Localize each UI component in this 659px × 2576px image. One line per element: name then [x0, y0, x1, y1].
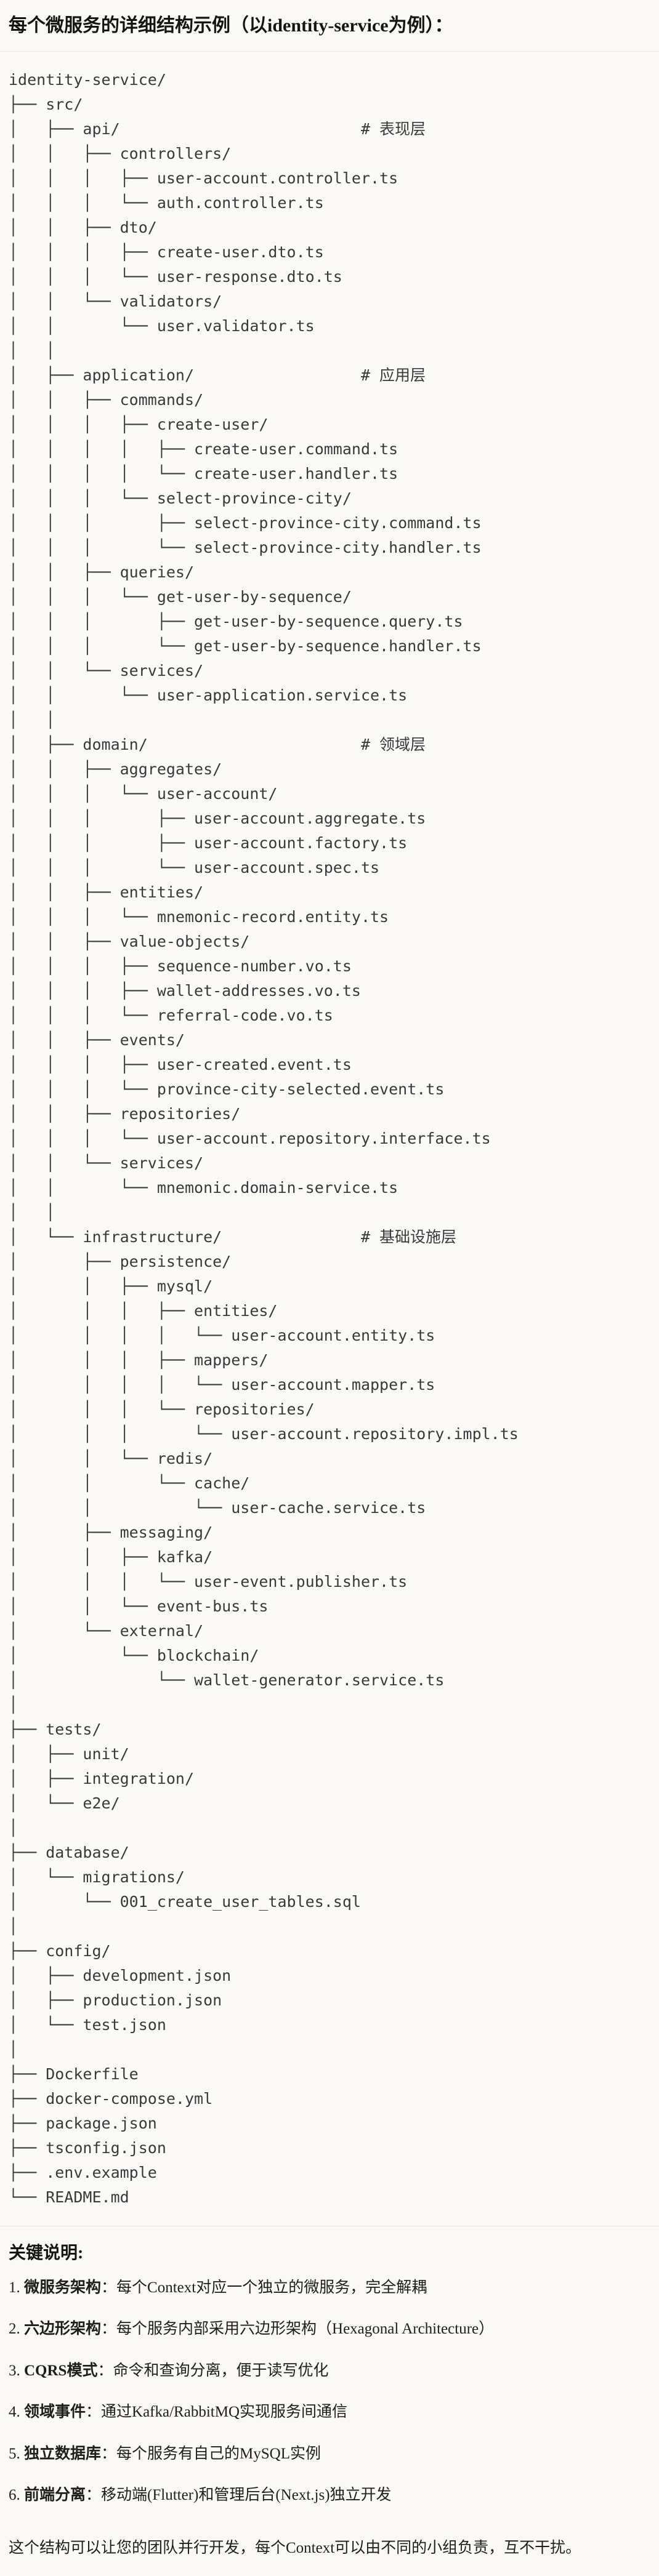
key-notes-section: 关键说明: 微服务架构：每个Context对应一个独立的微服务，完全解耦六边形架…	[0, 2226, 659, 2532]
key-note-term: 六边形架构	[24, 2321, 102, 2338]
key-note-term: 独立数据库	[24, 2445, 102, 2462]
key-note-separator: ：	[101, 2321, 117, 2338]
key-note-separator: ：	[101, 2279, 117, 2296]
key-note-item: CQRS模式：命令和查询分离，便于读写优化	[9, 2359, 650, 2383]
page-title: 每个微服务的详细结构示例（以identity-service为例）：	[9, 15, 453, 36]
key-note-description: 命令和查询分离，便于读写优化	[113, 2362, 329, 2379]
key-notes-list: 微服务架构：每个Context对应一个独立的微服务，完全解耦六边形架构：每个服务…	[9, 2276, 650, 2507]
title-section: 每个微服务的详细结构示例（以identity-service为例）：	[0, 0, 659, 51]
key-note-description: 每个Context对应一个独立的微服务，完全解耦	[116, 2279, 427, 2296]
key-note-term: 微服务架构	[24, 2279, 102, 2296]
key-note-item: 领域事件：通过Kafka/RabbitMQ实现服务间通信	[9, 2401, 650, 2424]
key-note-description: 每个服务有自己的MySQL实例	[116, 2445, 321, 2462]
key-note-item: 独立数据库：每个服务有自己的MySQL实例	[9, 2442, 650, 2466]
key-note-separator: ：	[86, 2487, 102, 2504]
directory-tree-section: identity-service/ ├── src/ │ ├── api/ # …	[0, 51, 659, 2226]
key-note-separator: ：	[101, 2445, 117, 2462]
key-note-description: 移动端(Flutter)和管理后台(Next.js)独立开发	[101, 2487, 392, 2504]
key-note-item: 微服务架构：每个Context对应一个独立的微服务，完全解耦	[9, 2276, 650, 2300]
key-note-term: CQRS模式	[24, 2362, 98, 2379]
closing-paragraph: 这个结构可以让您的团队并行开发，每个Context可以由不同的小组负责，互不干扰…	[0, 2531, 659, 2576]
key-note-separator: ：	[97, 2362, 113, 2379]
key-note-description: 通过Kafka/RabbitMQ实现服务间通信	[101, 2404, 347, 2421]
key-note-item: 六边形架构：每个服务内部采用六边形架构（Hexagonal Architectu…	[9, 2317, 650, 2341]
key-note-description: 每个服务内部采用六边形架构（Hexagonal Architecture）	[116, 2321, 495, 2338]
divider-top	[0, 50, 659, 52]
key-note-item: 前端分离：移动端(Flutter)和管理后台(Next.js)独立开发	[9, 2484, 650, 2507]
directory-tree: identity-service/ ├── src/ │ ├── api/ # …	[9, 70, 519, 2206]
key-note-term: 领域事件	[24, 2404, 86, 2421]
key-note-separator: ：	[86, 2404, 102, 2421]
key-notes-heading: 关键说明:	[9, 2243, 84, 2263]
key-note-term: 前端分离	[24, 2487, 86, 2504]
